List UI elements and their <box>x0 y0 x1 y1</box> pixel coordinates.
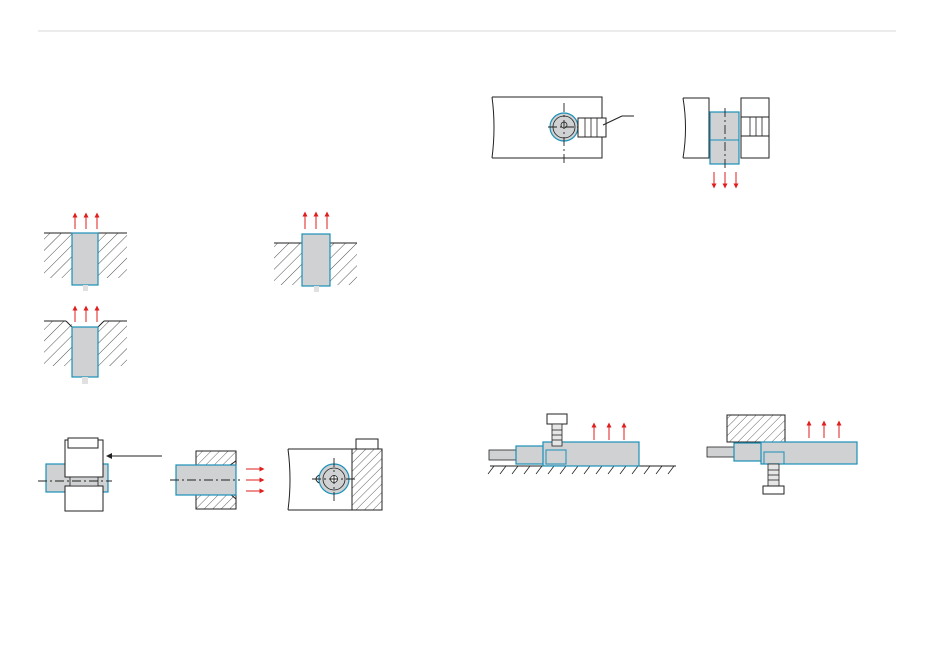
figure-clamped-in-cylinder-bore <box>288 439 382 510</box>
mounting-block <box>727 415 785 442</box>
force-arrows-up <box>75 308 97 322</box>
force-arrows-down <box>714 172 736 186</box>
clamping-bolt-head <box>763 486 784 494</box>
figure-clamp-split-block <box>683 98 769 186</box>
force-arrows-up <box>594 425 624 440</box>
sensor-body <box>710 112 739 164</box>
figure-clamped-on-rail-from-top <box>488 414 676 474</box>
force-arrows-up <box>75 215 97 229</box>
clamping-bolt-head <box>547 414 567 424</box>
figure-bore-mounted-sensor-recessed <box>44 308 127 384</box>
figure-clamped-in-jaws <box>170 451 262 509</box>
clamping-screw <box>741 117 769 136</box>
sensor-body <box>72 327 98 377</box>
ground-hatch <box>488 466 674 474</box>
clamping-screw <box>578 118 606 137</box>
cable-gland <box>516 446 544 464</box>
figure-clamped-with-lever <box>38 438 162 511</box>
sensor-body <box>761 442 857 464</box>
cable-gland <box>734 443 762 461</box>
force-arrows-up <box>305 214 327 229</box>
force-arrows-right <box>246 469 262 491</box>
sensor-body <box>72 233 98 285</box>
cable <box>489 450 517 460</box>
figure-clamped-on-rail-from-bottom <box>707 415 857 494</box>
figure-clamp-bore-with-screw <box>492 97 634 163</box>
force-arrows-up <box>809 423 839 438</box>
figure-bore-mounted-sensor-flush <box>44 215 127 291</box>
sensor-body <box>302 234 330 286</box>
cable <box>707 447 735 457</box>
figure-bore-mounted-sensor-protruding <box>274 214 357 292</box>
